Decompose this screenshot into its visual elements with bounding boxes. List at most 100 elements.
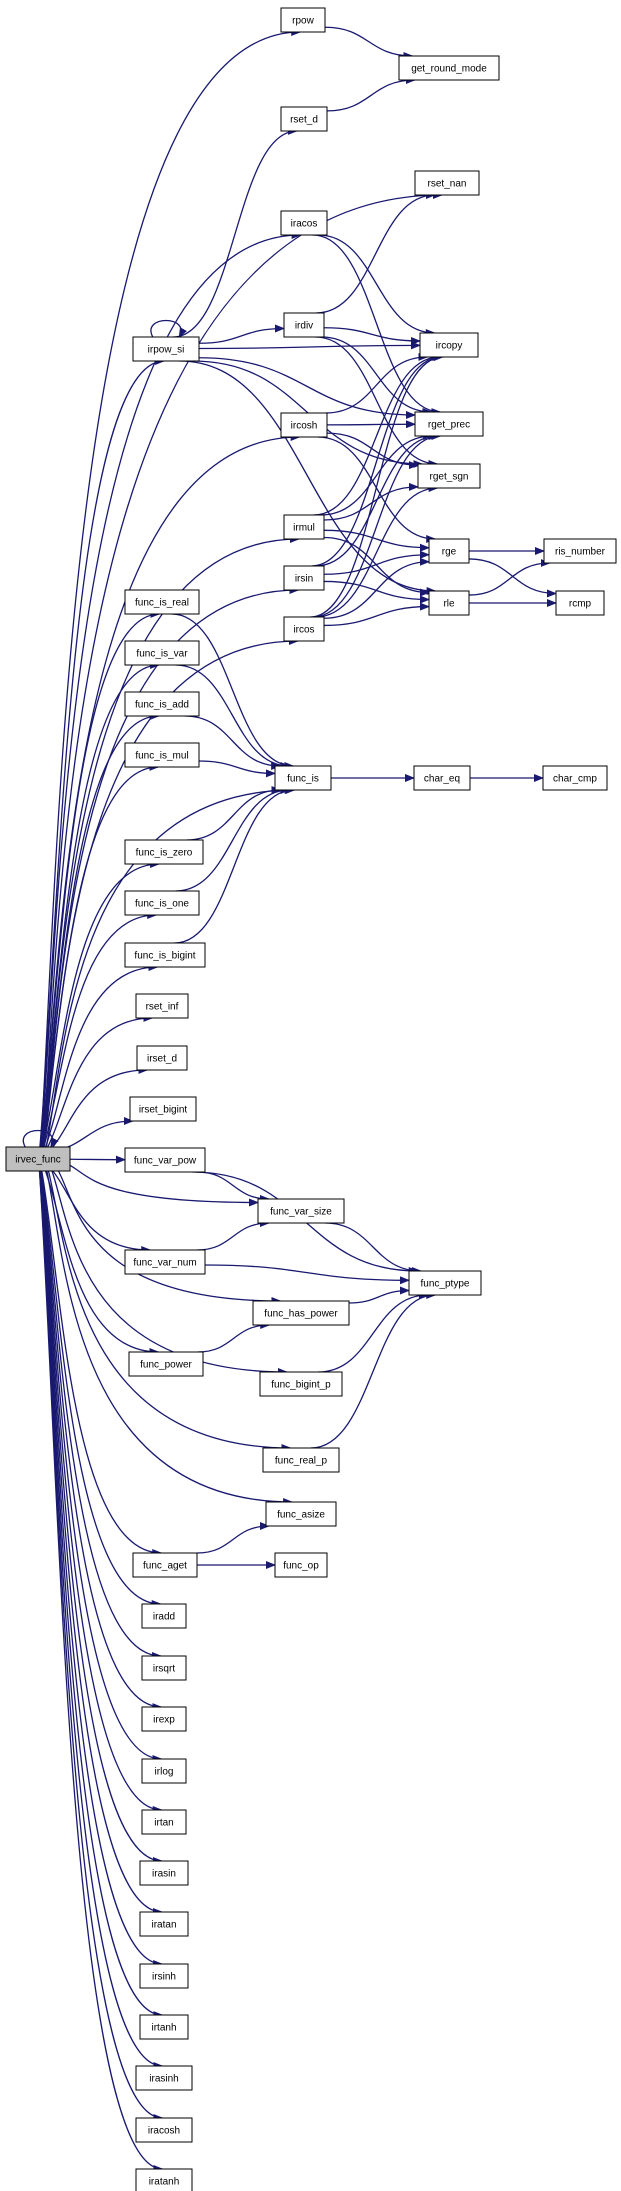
node-box: [265, 1501, 337, 1527]
node-label: func_aget: [143, 1561, 187, 1572]
node-label: irpow_si: [148, 345, 185, 356]
node-irset-d[interactable]: irset_d: [136, 1045, 188, 1071]
node-iratan[interactable]: iratan: [139, 1911, 189, 1937]
node-irpow-si[interactable]: irpow_si: [132, 336, 200, 362]
node-irmul[interactable]: irmul: [283, 514, 325, 540]
node-box: [141, 1809, 187, 1835]
node-box: [124, 742, 200, 768]
node-func-var-pow[interactable]: func_var_pow: [124, 1147, 206, 1173]
edge-func_power-to-func_has_power: [197, 1321, 271, 1353]
edge-irvec_func-to-irasin: [39, 1170, 163, 1865]
node-rset-inf[interactable]: rset_inf: [135, 993, 189, 1019]
node-box: [124, 1147, 206, 1173]
edge-irvec_func-to-irvec_func: [22, 1129, 59, 1148]
node-rpow[interactable]: rpow: [280, 7, 326, 33]
node-func-is-real[interactable]: func_is_real: [124, 589, 200, 615]
node-iradd[interactable]: iradd: [141, 1603, 187, 1629]
node-box: [124, 890, 200, 916]
node-irsin[interactable]: irsin: [283, 565, 325, 591]
node-box: [283, 565, 325, 591]
node-iracos[interactable]: iracos: [280, 210, 328, 236]
edge-irpow_si-to-rset_d: [173, 127, 298, 338]
node-ircos[interactable]: ircos: [283, 616, 325, 642]
node-iracosh[interactable]: iracosh: [135, 2117, 193, 2143]
node-ircosh[interactable]: ircosh: [280, 412, 328, 438]
node-rset-d[interactable]: rset_d: [280, 106, 328, 132]
node-func-has-power[interactable]: func_has_power: [252, 1300, 350, 1326]
node-rge[interactable]: rge: [428, 538, 470, 564]
node-irtan[interactable]: irtan: [141, 1809, 187, 1835]
node-func-aget[interactable]: func_aget: [132, 1552, 198, 1578]
node-ircopy[interactable]: ircopy: [419, 332, 479, 358]
node-label: irsinh: [152, 1972, 176, 1983]
node-func-is-var[interactable]: func_is_var: [124, 640, 200, 666]
node-char-eq[interactable]: char_eq: [413, 765, 471, 791]
node-func-power[interactable]: func_power: [128, 1351, 204, 1377]
node-func-is-one[interactable]: func_is_one: [124, 890, 200, 916]
node-func-bigint-p[interactable]: func_bigint_p: [259, 1371, 343, 1397]
node-box: [141, 1706, 187, 1732]
node-rset-nan[interactable]: rset_nan: [414, 170, 480, 196]
node-irdiv[interactable]: irdiv: [283, 312, 325, 338]
edge-irvec_func-to-irpow_si: [39, 357, 166, 1148]
node-ris-number[interactable]: ris_number: [543, 538, 617, 564]
node-func-asize[interactable]: func_asize: [265, 1501, 337, 1527]
node-box: [124, 1249, 206, 1275]
node-irtanh[interactable]: irtanh: [139, 2014, 189, 2040]
node-box: [274, 1552, 328, 1578]
node-func-real-p[interactable]: func_real_p: [262, 1447, 340, 1473]
node-func-var-num[interactable]: func_var_num: [124, 1249, 206, 1275]
node-iratanh[interactable]: iratanh: [135, 2168, 193, 2191]
edge-irvec_func-to-func_var_num: [52, 1170, 152, 1254]
edge-irvec_func-to-iratanh: [38, 1170, 164, 2173]
node-irsqrt[interactable]: irsqrt: [141, 1655, 187, 1681]
edge-irvec_func-to-func_asize: [46, 1170, 294, 1506]
node-irexp[interactable]: irexp: [141, 1706, 187, 1732]
edge-func_has_power-to-func_ptype: [348, 1286, 410, 1304]
node-box: [124, 640, 200, 666]
nodes-layer: irvec_func rpow get_round_mode rset_d rset_n…: [5, 7, 617, 2191]
node-get-round-mode[interactable]: get_round_mode: [398, 55, 500, 81]
node-box: [132, 1552, 198, 1578]
node-label: rpow: [292, 16, 314, 27]
node-irlog[interactable]: irlog: [141, 1758, 187, 1784]
edge-irvec_func-to-rset_inf: [47, 1014, 154, 1148]
node-irasin[interactable]: irasin: [139, 1860, 189, 1886]
node-rle[interactable]: rle: [428, 590, 470, 616]
node-label: func_power: [140, 1360, 192, 1371]
node-box: [280, 106, 328, 132]
node-box: [139, 1963, 189, 1989]
node-func-is[interactable]: func_is: [274, 765, 332, 791]
node-rget-prec[interactable]: rget_prec: [414, 411, 484, 437]
edge-func_is_zero-to-func_is: [186, 786, 282, 841]
node-func-is-zero[interactable]: func_is_zero: [124, 839, 204, 865]
node-func-is-mul[interactable]: func_is_mul: [124, 742, 200, 768]
node-func-op[interactable]: func_op: [274, 1552, 328, 1578]
node-char-cmp[interactable]: char_cmp: [542, 765, 608, 791]
node-label: irsin: [295, 574, 313, 585]
node-rcmp[interactable]: rcmp: [555, 590, 605, 616]
node-box: [135, 2168, 193, 2191]
node-func-var-size[interactable]: func_var_size: [257, 1198, 345, 1224]
node-box: [259, 1371, 343, 1397]
edge-func_is_add-to-func_is: [184, 715, 282, 770]
node-irset-bigint[interactable]: irset_bigint: [129, 1096, 197, 1122]
edge-func_real_p-to-func_ptype: [310, 1291, 437, 1449]
node-label: irasin: [152, 1869, 176, 1880]
node-func-is-bigint[interactable]: func_is_bigint: [124, 942, 206, 968]
edge-func_is_var-to-func_is: [175, 664, 291, 770]
edge-func_is_real-to-func_is: [171, 613, 295, 770]
edge-func_var_pow-to-func_var_size: [196, 1171, 270, 1203]
node-label: ircosh: [291, 421, 318, 432]
node-irvec-func[interactable]: irvec_func: [5, 1146, 71, 1172]
node-irasinh[interactable]: irasinh: [135, 2065, 193, 2091]
node-box: [135, 993, 189, 1019]
node-box: [419, 332, 479, 358]
node-rget-sgn[interactable]: rget_sgn: [417, 463, 481, 489]
node-box: [283, 514, 325, 540]
node-func-is-add[interactable]: func_is_add: [124, 691, 200, 717]
node-func-ptype[interactable]: func_ptype: [408, 1270, 482, 1296]
node-box: [283, 616, 325, 642]
node-box: [129, 1096, 197, 1122]
node-irsinh[interactable]: irsinh: [139, 1963, 189, 1989]
